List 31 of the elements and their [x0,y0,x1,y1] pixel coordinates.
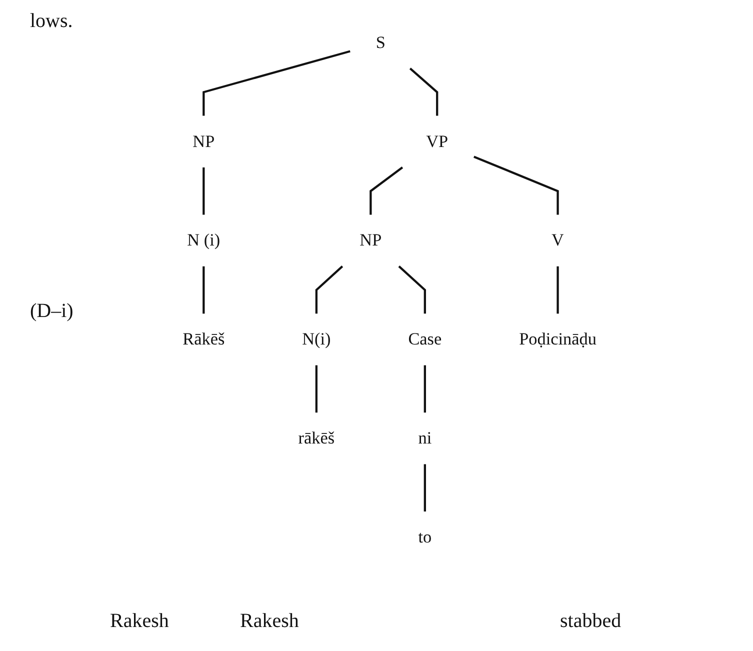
node-text: VP [426,132,449,152]
gloss-text: Rakesh [110,610,169,633]
node-text: N (i) [188,231,221,250]
index-note: (D–i) [30,300,74,323]
connector [203,266,206,314]
connector [424,464,426,512]
node-text: to [418,528,432,547]
node-text: N(i) [302,330,332,349]
node-text: Rākēš [183,330,226,349]
gloss-text: Rakesh [240,610,299,633]
connector [424,365,426,413]
connector [370,166,404,215]
syntax-tree-drawing: S NP VP N (i) NP V Rākēš N(i) Case Poḍicināḍu rākēš ni to [111,10,669,570]
connector [474,156,560,215]
node-text: rākēš [298,428,336,448]
connector [316,365,318,413]
connector [410,68,439,116]
node-text: NP [193,132,216,152]
text-fragment: lows. [30,10,73,33]
node-text: ni [418,428,432,448]
connector [398,266,426,314]
connector [557,266,560,314]
node-text: Poḍicināḍu [520,330,597,349]
connector [203,167,206,215]
connector [203,50,351,116]
node-text: S [376,33,386,52]
connector [316,266,344,314]
gloss-text: stabbed [560,610,622,633]
node-text: V [552,231,564,250]
node-text: NP [360,231,382,250]
node-text: Case [408,330,442,349]
